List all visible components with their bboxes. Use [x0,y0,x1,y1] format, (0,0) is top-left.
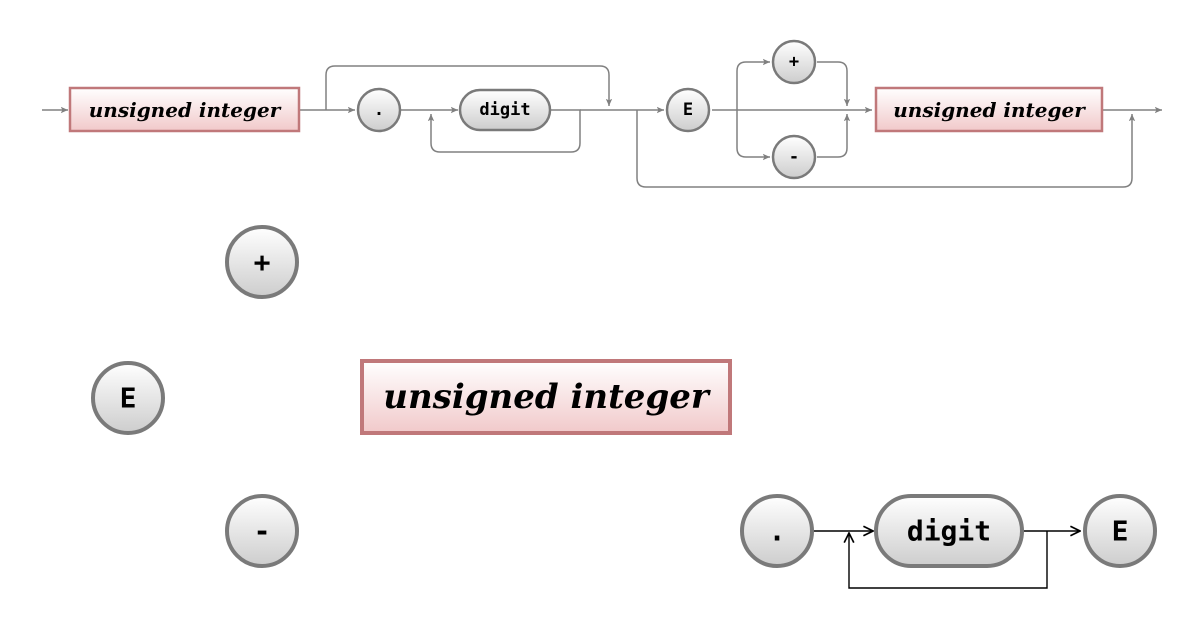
legend-label: E [120,382,137,415]
syntax-diagram [42,58,1162,188]
minus-branch-path [736,110,770,161]
terminal-e: E [665,87,711,133]
nonterminal-unsigned-integer: unsigned integer [874,86,1104,133]
terminal-dot: . [356,87,402,133]
bypass-fraction-path [325,65,613,110]
digit-loop-path [427,109,581,153]
terminal-label: + [789,52,799,72]
legend-digit-loop [813,531,1080,589]
plus-branch-path [736,58,770,110]
terminal-label: - [789,147,799,167]
legend-e-small: E [1083,494,1157,568]
terminal-plus: + [771,39,817,85]
minus-rejoin-path [817,114,851,158]
legend-label: digit [907,515,991,548]
legend-e: E [91,361,165,435]
nonterminal-unsigned-integer: unsigned integer [68,86,301,133]
nonterminal-label: unsigned integer [893,98,1086,122]
legend-digit: digit [874,494,1024,568]
plus-rejoin-path [817,61,851,106]
legend-label: + [254,246,271,279]
legend-minus: - [225,494,299,568]
legend-label: E [1112,515,1129,548]
legend-label: - [254,515,271,548]
bypass-exponent-path [636,110,1136,188]
terminal-label: digit [479,100,530,120]
nonterminal-label: unsigned integer [89,98,282,122]
terminal-label: E [683,100,693,120]
terminal-digit: digit [458,88,552,132]
legend-label: unsigned integer [383,377,711,417]
digit-loop-path [849,531,1048,589]
legend-plus: + [225,225,299,299]
legend-label: . [769,515,786,548]
legend-unsigned-integer: unsigned integer [360,359,732,435]
terminal-label: . [374,100,384,120]
legend-dot: . [740,494,814,568]
terminal-minus: - [771,134,817,180]
